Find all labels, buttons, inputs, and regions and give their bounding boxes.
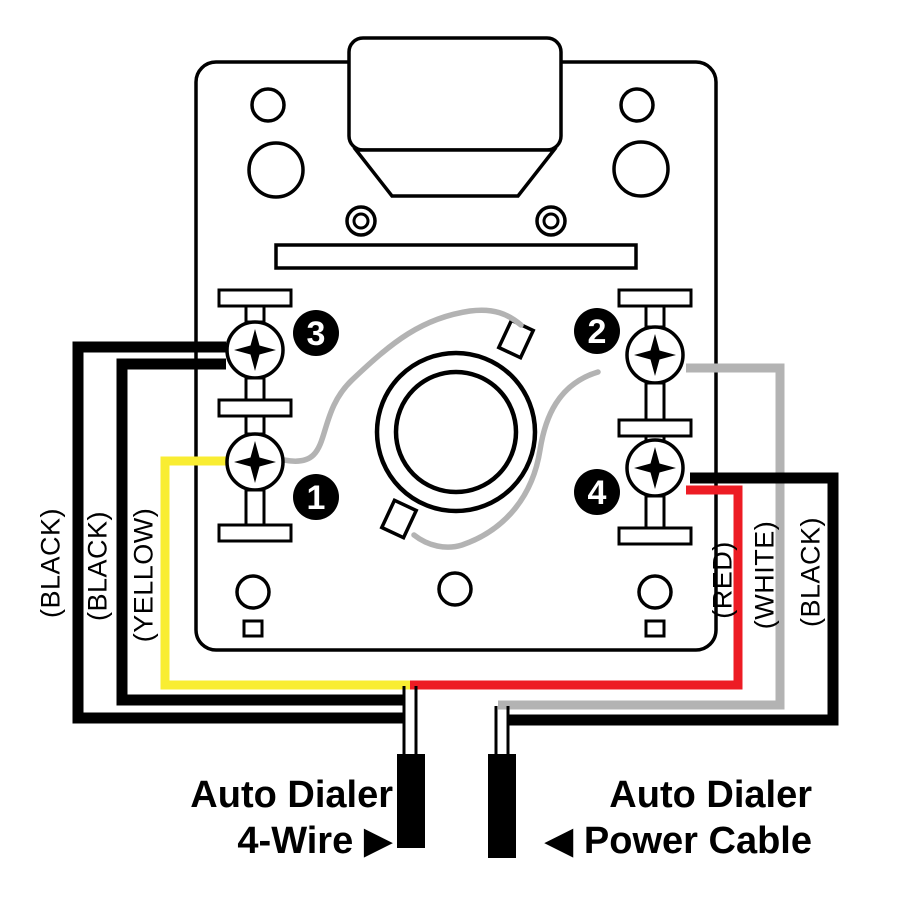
large-hole-right [612,140,670,198]
label-black-outer-left: (BLACK) [35,508,65,618]
bottom-slot-left [242,619,264,638]
label-black-right: (BLACK) [795,517,825,627]
badge-terminal-3 [293,310,339,356]
badge-terminal-1-number: 1 [307,479,326,517]
ring-tab-bottom [379,498,419,540]
wire-black-inner-left [116,358,405,706]
badge-terminal-2-number: 2 [588,313,607,351]
dialer-caption-line2: 4-Wire ▶ [237,820,393,862]
bottom-hole-right [637,574,673,610]
terminal-bar [617,288,693,308]
wire-white [498,363,785,710]
terminal-column-right [617,288,693,546]
internal-wire-terminal1 [281,307,524,464]
terminal-stem [244,376,266,402]
center-ring [374,318,538,540]
terminal-column-left [217,288,293,543]
internal-wire-terminal2 [411,369,601,550]
terminal-stem [244,414,266,436]
ring-inner [393,369,519,495]
external-wires [72,341,839,726]
terminal-stem [244,488,266,527]
mount-hole-top-right [619,87,655,123]
small-screw-left-center [352,212,370,230]
bottom-slot-right [644,619,666,638]
badge-terminal-4 [574,469,620,515]
plug-module [347,36,563,152]
wire-red [410,485,743,690]
label-yellow: (YELLOW) [128,508,158,643]
bottom-hole-center [437,571,473,607]
terminal-bar [217,288,293,308]
terminal-stem [644,494,666,530]
cables [397,686,516,858]
terminal-bar [617,418,693,438]
label-white: (WHITE) [749,521,779,629]
power-caption-line1: Auto Dialer [609,774,812,816]
terminal-bar [217,523,293,543]
dialer-caption-line1: Auto Dialer [190,774,393,816]
badge-terminal-4-number: 4 [588,474,607,512]
badge-terminal-1 [293,474,339,520]
badge-terminal-3-number: 3 [307,315,326,353]
terminal-badges: 1 2 3 4 [293,308,620,520]
phillips-cross-icon [634,334,676,376]
phillips-cross-icon [634,447,676,489]
terminal-stem [244,304,266,324]
wire-yellow [160,456,410,690]
terminal-stem [644,304,666,329]
phillips-cross-icon [234,329,276,371]
captions: Auto Dialer 4-Wire ▶ Auto Dialer ◀ Power… [190,774,812,862]
power-cable [488,754,516,858]
wire-black-outer-left [72,341,405,724]
wire-labels: (BLACK) (BLACK) (YELLOW) (RED) (WHITE) (… [35,508,825,643]
terminal-stem [644,381,666,422]
dialer-cable [397,754,425,848]
small-screw-right-center [542,212,560,230]
wire-black-right [509,472,839,726]
crossbar [274,243,638,270]
mount-hole-top-left [250,87,286,123]
internal-wires [281,307,601,550]
label-red: (RED) [707,541,737,619]
badge-terminal-2 [574,308,620,354]
bottom-hole-left [235,574,271,610]
large-hole-left [247,141,305,199]
label-black-inner-left: (BLACK) [82,511,112,621]
power-caption-line2: ◀ Power Cable [544,820,812,862]
terminal-bar [617,526,693,546]
terminal-bar [217,398,293,418]
plug-trapezoid [352,148,558,198]
phillips-cross-icon [234,441,276,483]
